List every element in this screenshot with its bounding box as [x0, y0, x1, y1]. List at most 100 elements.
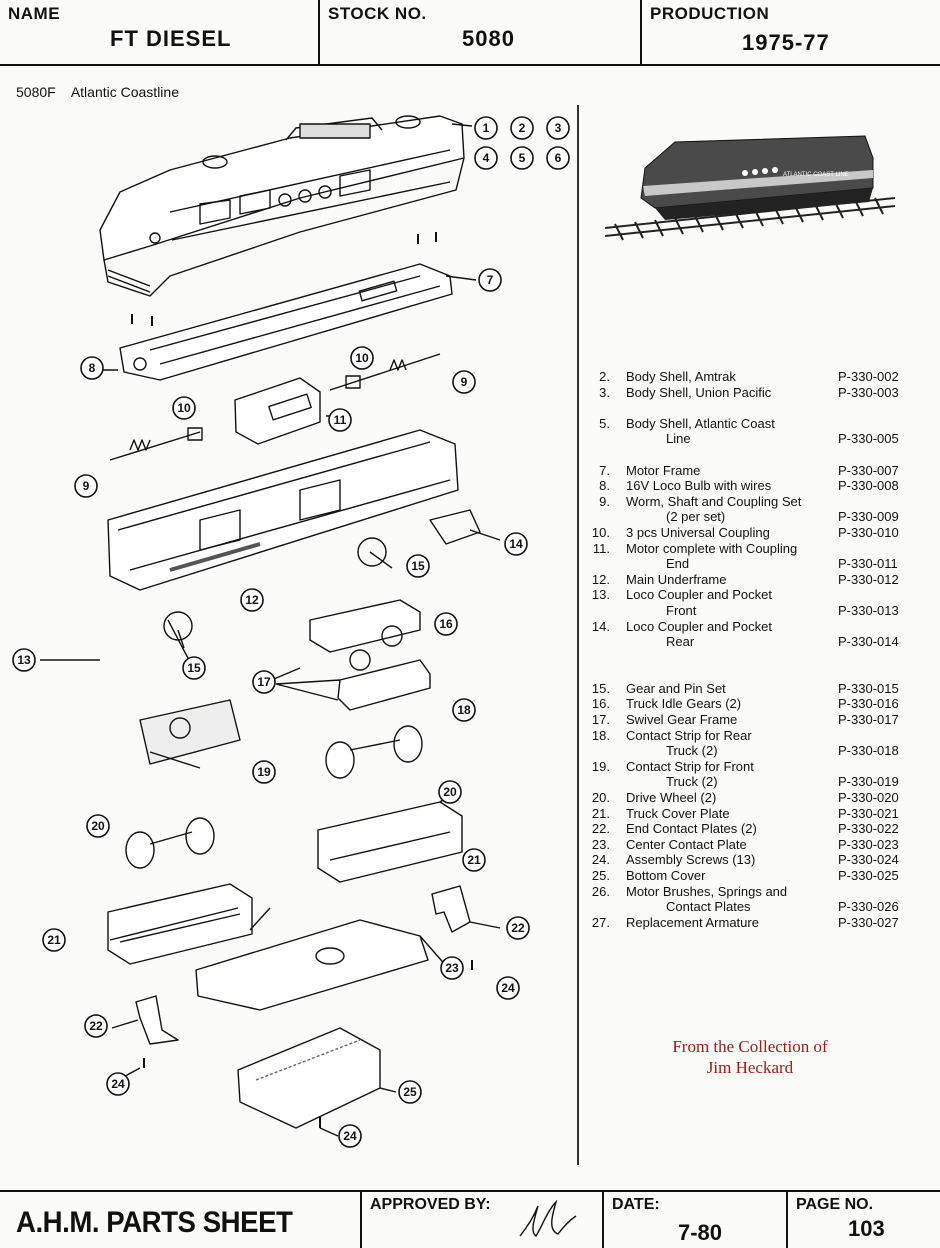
part-description: Loco Coupler and Pocket	[626, 587, 772, 603]
approved-cell: APPROVED BY:	[362, 1192, 604, 1248]
part-description: Motor Frame	[626, 462, 701, 478]
part-code: P-330-027	[838, 914, 899, 930]
date-value: 7-80	[678, 1220, 723, 1245]
parts-row: 19.Contact Strip for Front	[586, 759, 916, 775]
part-code: P-330-023	[838, 836, 899, 852]
part-number: 16.	[591, 696, 610, 712]
callout-number: 2	[519, 121, 526, 135]
part-code: P-330-021	[838, 805, 899, 821]
parts-row: 20.Drive Wheel (2)P-330-020	[586, 790, 916, 806]
callout-number: 12	[245, 593, 259, 607]
part-code: P-330-016	[838, 696, 899, 712]
callout-circle	[452, 698, 476, 722]
callout-circle	[338, 1124, 362, 1148]
parts-row: 26.Motor Brushes, Springs and	[586, 884, 916, 900]
date-cell: DATE: 7-80	[604, 1192, 788, 1248]
callout-number: 15	[411, 559, 425, 573]
photo-lettering: ATLANTIC COAST LINE	[783, 172, 849, 178]
part-number: 22.	[591, 821, 610, 837]
callout-circle	[328, 408, 352, 432]
credit-line-2: Jim Heckard	[706, 1058, 794, 1077]
part-code: P-330-012	[838, 571, 899, 587]
callout-number: 20	[443, 785, 457, 799]
part-number: 7.	[599, 462, 610, 478]
callout-number: 14	[509, 537, 523, 551]
part-number: 5.	[599, 415, 610, 431]
callout-circle	[398, 1080, 422, 1104]
part-description: Bottom Cover	[626, 868, 706, 883]
part-description: Center Contact Plate	[626, 836, 747, 852]
stock-label: STOCK NO.	[328, 4, 427, 23]
credit-line-1: From the Collection of	[672, 1037, 828, 1056]
parts-row: 23. Center Contact Plate P-330-023	[586, 837, 916, 853]
part-description: Body Shell, Atlantic Coast	[626, 415, 775, 431]
parts-row: (2 per set)P-330-009	[586, 509, 916, 525]
callout-circle	[474, 146, 498, 170]
part-code: P-330-020	[838, 790, 899, 806]
part-description: Replacement Armature	[626, 914, 759, 930]
column-divider	[577, 105, 579, 1165]
part-description: Motor complete with Coupling	[626, 540, 798, 556]
callout-number: 9	[83, 479, 90, 493]
part-number: 23.	[591, 836, 610, 852]
model-road-name: Atlantic Coastline	[70, 84, 179, 100]
part-number: 21.	[591, 805, 610, 821]
stock-cell: STOCK NO. 5080	[320, 0, 642, 64]
part-description: Truck (2)	[666, 743, 718, 759]
callout-circle	[510, 146, 534, 170]
parts-spacer	[586, 650, 916, 666]
part-description: Body Shell, Union Pacific	[626, 384, 772, 400]
swivel-gear-frame-drawing	[139, 599, 431, 765]
part-number: 17.	[591, 712, 610, 728]
part-number: 18.	[591, 727, 610, 743]
part-description: Body Shell, Amtrak	[626, 369, 736, 384]
callout-number: 25	[403, 1085, 417, 1099]
callout-circle	[80, 356, 104, 380]
callout-circle	[434, 612, 458, 636]
part-description: Truck Cover Plate	[626, 805, 730, 821]
part-description: Worm, Shaft and Coupling Set	[626, 493, 802, 509]
header-bar: NAME FT DIESEL STOCK NO. 5080 PRODUCTION…	[0, 0, 940, 66]
drive-wheels-drawing	[125, 725, 423, 869]
track-drawing	[605, 197, 895, 241]
part-number: 10.	[591, 524, 610, 540]
bottom-cover-drawing	[237, 1027, 381, 1129]
callout-number: 22	[89, 1019, 103, 1033]
part-description: Front	[666, 602, 697, 618]
callout-number: 7	[487, 273, 494, 287]
part-code: P-330-014	[838, 634, 899, 650]
callout-circle	[504, 532, 528, 556]
production-label: PRODUCTION	[650, 4, 770, 23]
part-code: P-330-026	[838, 899, 899, 915]
approved-label: APPROVED BY:	[370, 1196, 491, 1213]
callout-number: 9	[461, 375, 468, 389]
approval-signature	[519, 1199, 577, 1237]
parts-row: 18.Contact Strip for Rear	[586, 728, 916, 744]
callout-circle	[252, 670, 276, 694]
part-description: Assembly Screws (13)	[626, 852, 756, 868]
parts-row: 21. Truck Cover Plate P-330-021	[586, 806, 916, 822]
callout-number: 10	[177, 401, 191, 415]
part-description: Main Underframe	[626, 571, 727, 587]
part-code: P-330-024	[838, 852, 899, 868]
part-number: 24.	[591, 852, 610, 868]
footer-bar: A.H.M. PARTS SHEET APPROVED BY: DATE: 7-…	[0, 1190, 940, 1248]
callout-number: 8	[89, 361, 96, 375]
callout-circle	[182, 656, 206, 680]
part-description: 3 pcs Universal Coupling	[626, 524, 770, 540]
page-label: PAGE NO.	[796, 1196, 874, 1213]
part-description: Swivel Gear Frame	[626, 712, 738, 728]
callout-circle	[474, 116, 498, 140]
callout-circle	[106, 1072, 130, 1096]
callout-number: 5	[519, 151, 526, 165]
callout-number: 20	[91, 819, 105, 833]
part-description: Gear and Pin Set	[626, 680, 726, 696]
contact-plates-drawing	[135, 885, 471, 1045]
part-code: P-330-007	[838, 462, 899, 478]
part-number: 19.	[591, 758, 610, 774]
part-description: Contact Plates	[666, 899, 751, 915]
part-code: P-330-011	[838, 556, 898, 572]
